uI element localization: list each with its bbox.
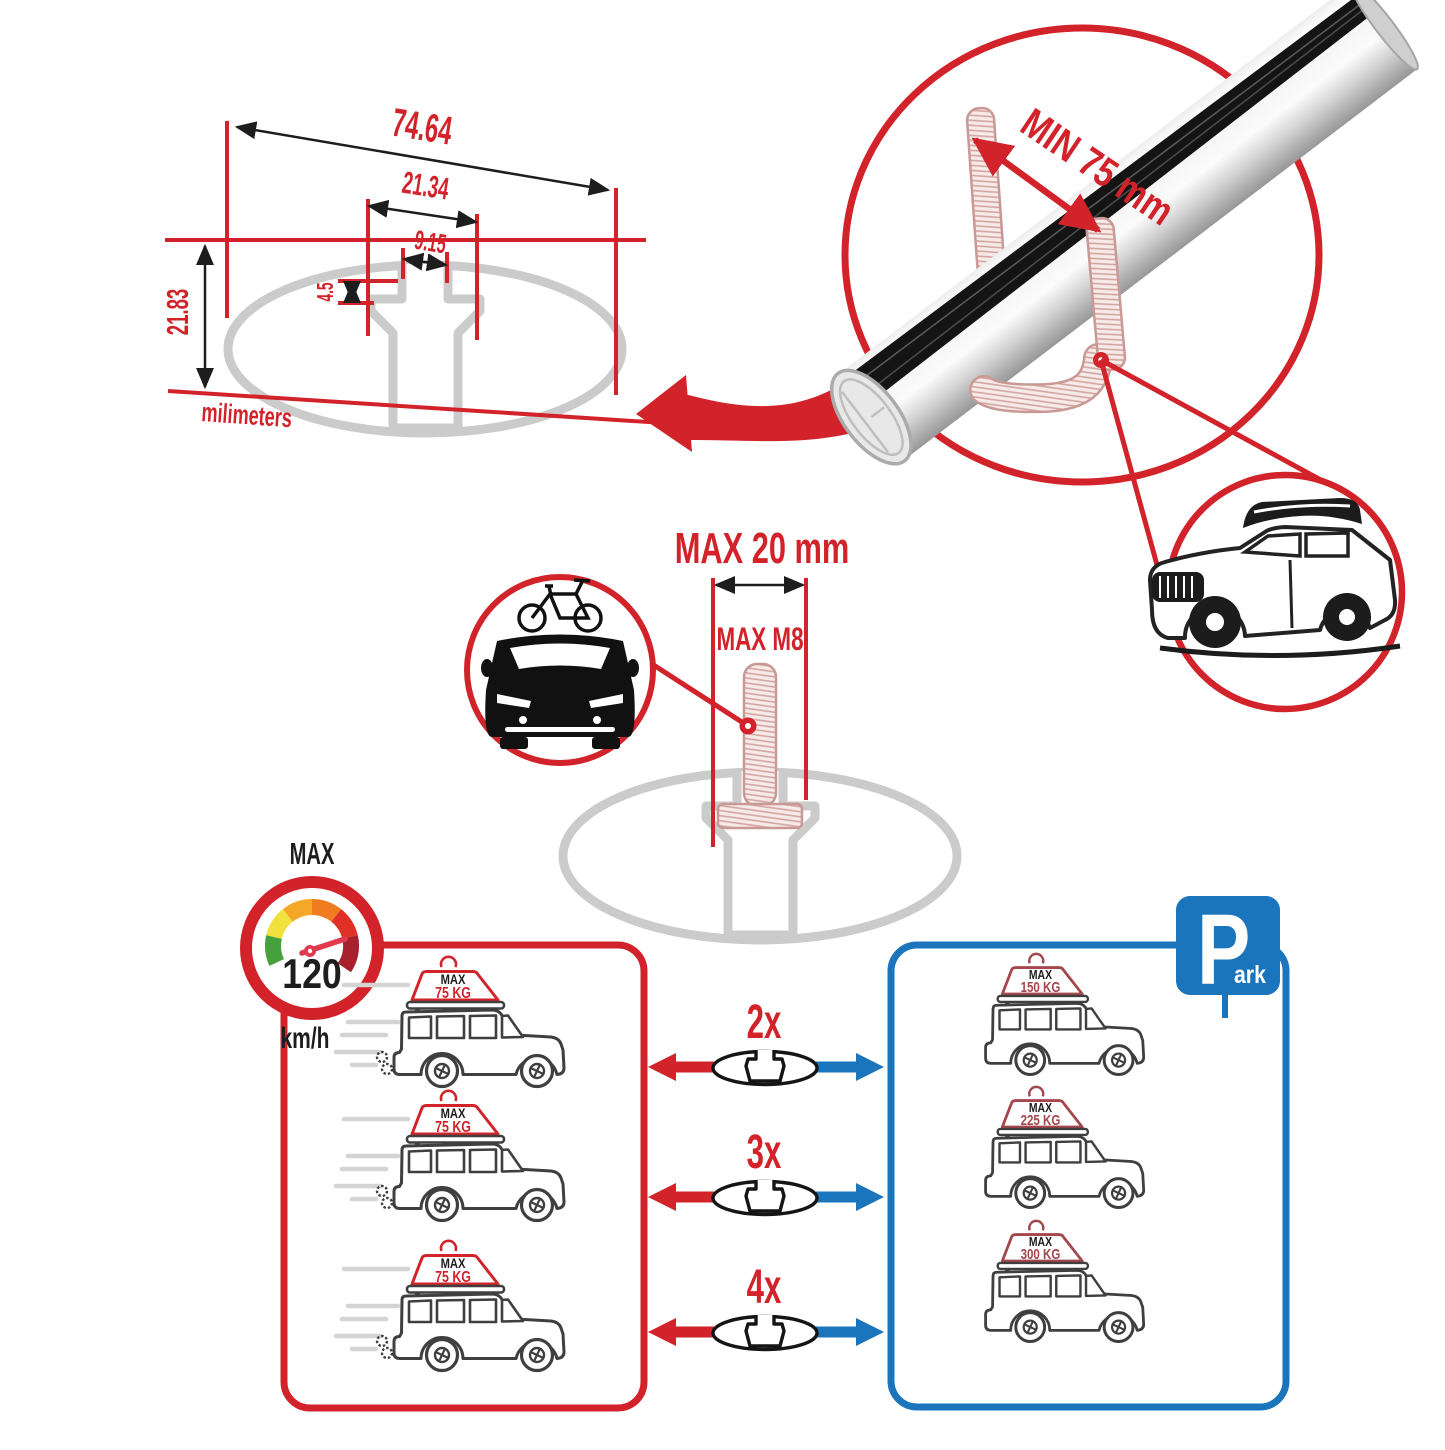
bag-weight: 300 KG	[1021, 1246, 1061, 1263]
bolt-max-width-label: MAX 20 mm	[675, 525, 850, 574]
dim-slot-opening: 9.15	[412, 225, 448, 260]
driving-car-2: MAX 75 KG	[336, 1089, 566, 1223]
speed-units: km/h	[281, 1023, 330, 1055]
park-sign: P ark	[1176, 895, 1280, 1018]
bag-weight: 75 KG	[435, 1268, 471, 1286]
units-label: milimeters	[201, 396, 293, 433]
bike-icon	[517, 578, 603, 633]
multiplier-label: 2x	[747, 994, 782, 1049]
bolt-extension-lines	[711, 578, 808, 847]
dim-lip-depth: 4.5	[314, 282, 339, 302]
driving-panel-border	[280, 941, 648, 1412]
bag-weight: 75 KG	[435, 1118, 471, 1136]
bag-weight: 150 KG	[1021, 979, 1061, 996]
dim-slot-width: 21.34	[400, 166, 452, 207]
bag-weight: 75 KG	[435, 984, 471, 1002]
suv-roofbox-circle	[1148, 471, 1406, 713]
bag-max-label: MAX	[441, 1256, 466, 1271]
min-clearance-arrow	[971, 137, 1102, 233]
bike-car-circle	[464, 574, 656, 766]
parked-car-2: MAX 225 KG	[984, 1085, 1146, 1209]
bag-max-label: MAX	[1029, 1101, 1052, 1115]
gauge-arc	[264, 898, 360, 973]
parked-car-1: MAX 150 KG	[984, 952, 1146, 1076]
ground-shadow	[1159, 643, 1401, 658]
bolt-figure: MAX 20 mm MAX M8	[464, 525, 957, 940]
dim-total-height: 21.83	[161, 289, 195, 336]
row-2x: 2x	[648, 994, 884, 1087]
driving-car-1: MAX 75 KG	[336, 955, 566, 1089]
multiplier-label: 3x	[747, 1124, 782, 1179]
parked-panel-border	[887, 941, 1290, 1411]
row-4x: 4x	[648, 1259, 884, 1352]
bag-max-label: MAX	[1029, 968, 1052, 982]
bag-max-label: MAX	[1029, 1235, 1052, 1249]
bag-max-label: MAX	[441, 972, 466, 987]
park-sign-letter: P	[1197, 895, 1250, 1007]
bag-weight: 225 KG	[1021, 1112, 1061, 1129]
bag-max-label: MAX	[441, 1106, 466, 1121]
profile-dimension-diagram: 74.64 21.34 9.15 4.5 21.83 milimeters	[161, 99, 758, 433]
driving-car-3: MAX 75 KG	[336, 1239, 566, 1373]
bolt-max-thread-label: MAX M8	[716, 621, 803, 657]
bolt-head	[716, 802, 804, 830]
aluminum-crossbar	[829, 0, 1419, 466]
dim-total-width: 74.64	[389, 99, 456, 153]
speedometer: MAX 120 km/h	[240, 836, 384, 1055]
speed-value: 120	[282, 951, 342, 997]
pointer-arrow	[636, 375, 864, 452]
dimension-lines	[196, 121, 611, 390]
park-sign-suffix: ark	[1234, 960, 1266, 988]
magnifier-circle	[841, 24, 1323, 486]
multiplier-label: 4x	[747, 1259, 782, 1314]
bolt-thread	[742, 662, 778, 808]
multiplier-rows: 2x 3x 4x	[648, 994, 884, 1352]
row-3x: 3x	[648, 1124, 884, 1217]
parked-car-3: MAX 300 KG	[984, 1219, 1146, 1343]
speed-max-label: MAX	[290, 836, 335, 872]
